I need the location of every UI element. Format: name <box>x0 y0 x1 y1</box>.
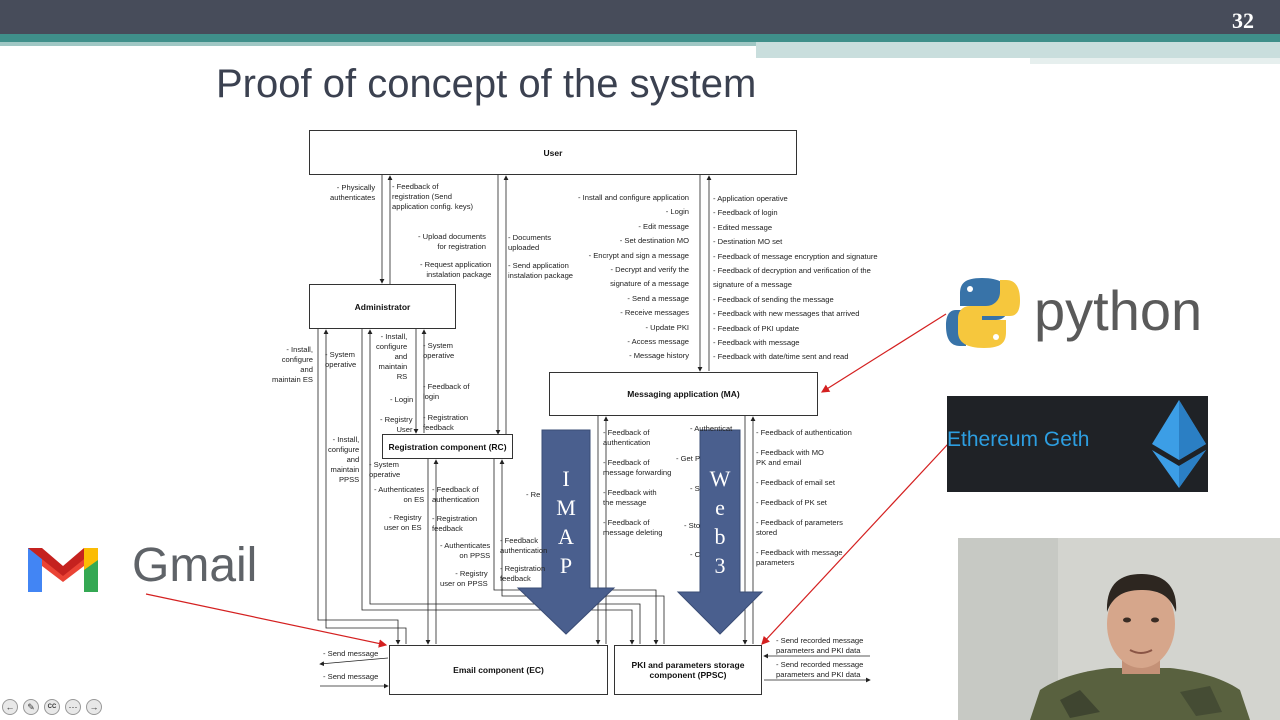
note-feedback-authentication-1: - Feedback of authentication <box>432 485 480 504</box>
note-registry-es: - Registry user on ES <box>384 513 422 532</box>
presentation-controls: ← ✎ CC ⋯ → <box>2 699 102 717</box>
note-registration-feedback-3: - Registration feedback <box>500 564 546 583</box>
messaging-application-box: Messaging application (MA) <box>549 372 818 416</box>
note-authenticates-es: - Authenticates on ES <box>374 485 425 504</box>
note-feedback-registration: - Feedback of registration (Send applica… <box>392 182 474 211</box>
ethereum-pointer <box>761 443 949 645</box>
ethereum-wordmark: Ethereum Geth <box>947 428 1090 451</box>
cc-icon: CC <box>47 704 57 710</box>
note-registry-user: - Registry User <box>380 415 413 434</box>
web3-label: W e b 3 <box>709 466 731 578</box>
note-send-recorded-1: - Send recorded message parameters and P… <box>776 636 864 655</box>
gmail-logo-icon <box>28 548 98 592</box>
note-install-es: - Install, configure and maintain ES <box>272 345 313 384</box>
next-slide-button[interactable]: → <box>86 699 102 715</box>
note-fragment-c: - C <box>690 550 701 559</box>
gmail-pointer <box>145 593 388 648</box>
note-system-operative-3: - System operative <box>369 460 401 479</box>
note-registration-feedback: - Registration feedback <box>423 413 469 432</box>
user-box: User <box>309 130 797 175</box>
gmail-wordmark: Gmail <box>132 539 258 592</box>
note-documents-uploaded: - Documents uploaded <box>508 233 552 252</box>
email-component-box: Email component (EC) <box>389 645 608 695</box>
note-ppsc-feedback: - Feedback of authentication - Feedback … <box>756 428 852 567</box>
note-feedback-login: - Feedback of login <box>423 382 470 401</box>
teal-stripe <box>0 34 1280 42</box>
more-dots-icon: ⋯ <box>68 701 78 712</box>
note-fragment-get: - Get P <box>676 454 701 463</box>
arrow-right-icon: → <box>89 702 99 712</box>
webcam-video <box>958 538 1280 720</box>
note-feedback-authentication-2: - Feedback authentication <box>500 536 548 555</box>
note-fragment-s: - S <box>690 484 700 493</box>
note-ma-requests: - Install and configure application - Lo… <box>578 193 690 361</box>
note-login: - Login <box>390 395 414 404</box>
captions-button[interactable]: CC <box>44 699 60 715</box>
note-install-rs: - Install, configure and maintain RS <box>376 332 408 381</box>
slide-number: 32 <box>1232 8 1254 33</box>
python-wordmark: python <box>1034 279 1203 342</box>
note-ec-feedback: - Feedback of authentication - Feedback … <box>603 428 672 537</box>
pale-stripe-right <box>1030 58 1280 64</box>
python-pointer <box>820 313 947 393</box>
note-request-package: - Request application instalation packag… <box>420 260 492 279</box>
note-system-operative-2: - System operative <box>423 341 455 360</box>
note-registration-feedback-2: - Registration feedback <box>432 514 478 533</box>
note-send-message-1: - Send message <box>323 649 379 658</box>
registration-component-box: Registration component (RC) <box>382 434 513 459</box>
imap-label: I M A P <box>556 466 576 578</box>
pen-tool-button[interactable]: ✎ <box>23 699 39 715</box>
note-registry-ppss: - Registry user on PPSS <box>440 569 488 588</box>
note-fragment-re: - Re <box>526 490 541 499</box>
administrator-box: Administrator <box>309 284 456 329</box>
imap-arrow <box>516 429 616 635</box>
note-send-recorded-2: - Send recorded message parameters and P… <box>776 660 864 679</box>
note-upload-documents: - Upload documents for registration <box>418 232 486 251</box>
note-fragment-sto: - Sto <box>684 521 701 530</box>
pencil-icon: ✎ <box>27 701 35 712</box>
top-bar <box>0 0 1280 34</box>
note-ma-feedback: - Application operative - Feedback of lo… <box>713 194 878 362</box>
note-fragment-authenticat: - Authenticat <box>690 424 733 433</box>
ethereum-geth-logo: Ethereum Geth <box>947 396 1208 492</box>
slide-title: Proof of concept of the system <box>216 62 757 106</box>
note-send-package: - Send application instalation package <box>508 261 574 280</box>
web3-arrow <box>676 429 764 635</box>
ethereum-diamond-icon <box>1152 400 1206 488</box>
pki-storage-box: PKI and parameters storage component (PP… <box>614 645 762 695</box>
previous-slide-button[interactable]: ← <box>2 699 18 715</box>
more-options-button[interactable]: ⋯ <box>65 699 81 715</box>
webcam-person-icon <box>958 538 1280 720</box>
arrow-left-icon: ← <box>5 702 15 712</box>
python-logo-icon <box>946 278 1020 348</box>
note-system-operative-1: - System operative <box>325 350 357 369</box>
note-authenticates-ppss: - Authenticates on PPSS <box>440 541 491 560</box>
light-stripe-right <box>756 42 1280 58</box>
light-stripe <box>0 42 760 46</box>
note-install-ppss: - Install, configure and maintain PPSS <box>328 435 360 484</box>
note-send-message-2: - Send message <box>323 672 379 681</box>
note-physically-authenticates: - Physically authenticates <box>330 183 376 202</box>
